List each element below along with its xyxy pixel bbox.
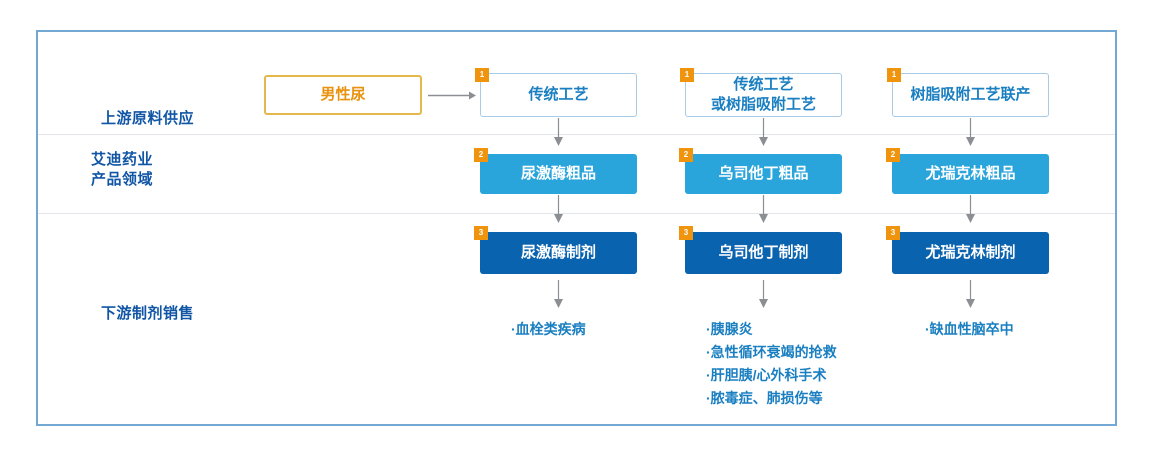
step-badge-1-col2: 1 — [680, 68, 694, 82]
crude-box-col1[interactable]: 2 尿激酶粗品 — [474, 148, 637, 194]
crude-box-col3-label: 尤瑞克林粗品 — [925, 165, 1016, 182]
drug-box-col1[interactable]: 3 尿激酶制剂 — [474, 226, 637, 274]
arrow-down-icon-col3-b — [966, 195, 975, 223]
arrow-down-icon-col1-b — [554, 195, 563, 223]
indications-col1: ·血栓类疾病 — [511, 321, 586, 337]
row-label-upstream: 上游原料供应 — [101, 110, 195, 127]
drug-box-col2-label: 乌司他丁制剂 — [718, 244, 809, 261]
step-badge-2-col3: 2 — [886, 148, 900, 162]
step-badge-2-col1: 2 — [474, 148, 488, 162]
process-box-col3[interactable]: 1 树脂吸附工艺联产 — [887, 68, 1049, 117]
indications-col3: ·缺血性脑卒中 — [925, 321, 1014, 337]
row-label-products: 艾迪药业 产品领域 — [91, 151, 154, 188]
step-badge-3-col3: 3 — [886, 226, 900, 240]
step-badge-2-col2: 2 — [679, 148, 693, 162]
process-box-col2-label: 传统工艺 或树脂吸附工艺 — [710, 76, 816, 113]
process-box-col3-label: 树脂吸附工艺联产 — [910, 86, 1031, 103]
arrow-down-icon-col2-b — [759, 195, 768, 223]
arrow-down-icon-col1-c — [554, 280, 563, 308]
step-badge-3-col1: 3 — [474, 226, 488, 240]
step-badge-1-col3: 1 — [887, 68, 901, 82]
crude-box-col2-label: 乌司他丁粗品 — [718, 165, 809, 182]
arrow-down-icon-col3-a — [966, 118, 975, 146]
crude-box-col3[interactable]: 2 尤瑞克林粗品 — [886, 148, 1049, 194]
crude-box-col1-label: 尿激酶粗品 — [520, 165, 596, 182]
step-badge-3-col2: 3 — [679, 226, 693, 240]
arrow-down-icon-col3-c — [966, 280, 975, 308]
source-box-label: 男性尿 — [320, 86, 366, 103]
arrow-right-icon — [428, 91, 476, 100]
crude-box-col2[interactable]: 2 乌司他丁粗品 — [679, 148, 842, 194]
arrow-down-icon-col2-c — [759, 280, 768, 308]
source-box-male-urine[interactable]: 男性尿 — [264, 75, 422, 115]
arrow-down-icon-col2-a — [759, 118, 768, 146]
row-label-downstream: 下游制剂销售 — [101, 305, 195, 322]
step-badge-1-col1: 1 — [475, 68, 489, 82]
row-divider-1 — [38, 134, 1115, 135]
process-box-col1-label: 传统工艺 — [528, 86, 589, 103]
drug-box-col2[interactable]: 3 乌司他丁制剂 — [679, 226, 842, 274]
process-box-col2[interactable]: 1 传统工艺 或树脂吸附工艺 — [680, 68, 842, 117]
process-box-col1[interactable]: 1 传统工艺 — [475, 68, 637, 117]
drug-box-col3-label: 尤瑞克林制剂 — [925, 244, 1016, 261]
row-divider-2 — [38, 213, 1115, 214]
value-chain-diagram: 上游原料供应 艾迪药业 产品领域 下游制剂销售 男性尿 1 传统工艺 2 尿激酶… — [36, 30, 1117, 426]
drug-box-col1-label: 尿激酶制剂 — [520, 244, 596, 261]
indications-col2: ·胰腺炎 ·急性循环衰竭的抢救 ·肝胆胰/心外科手术 ·脓毒症、肺损伤等 — [706, 321, 837, 406]
drug-box-col3[interactable]: 3 尤瑞克林制剂 — [886, 226, 1049, 274]
arrow-down-icon-col1-a — [554, 118, 563, 146]
